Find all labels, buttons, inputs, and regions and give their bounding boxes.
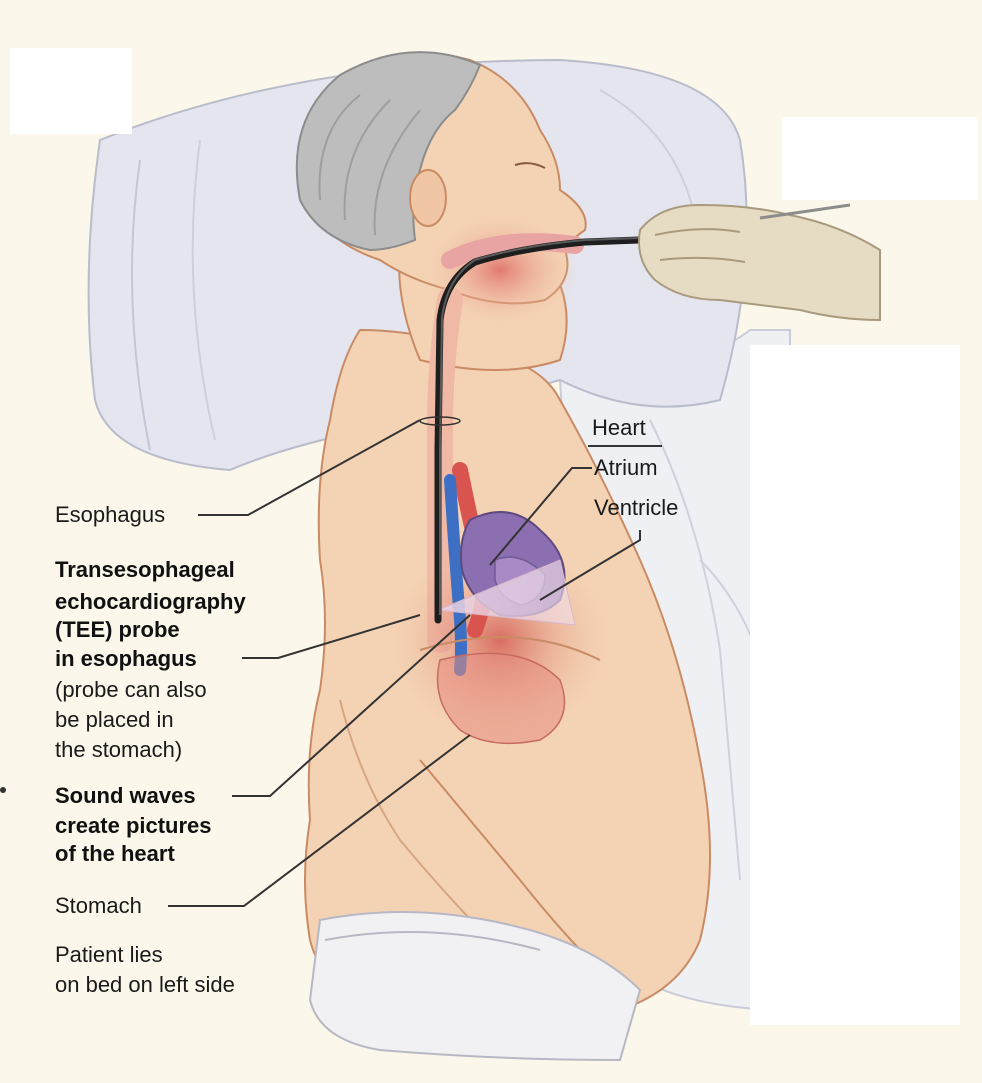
probe-note-line1: (probe can also [55,676,207,704]
patient-position-line2: on bed on left side [55,971,235,999]
heart-label: Heart [592,414,646,442]
blank-panel [782,117,978,200]
stray-dot [0,787,6,793]
tee-probe-label-line1: Transesophageal [55,556,235,584]
blank-panel [750,345,960,1025]
blank-panel [10,48,132,134]
atrium-label: Atrium [594,454,658,482]
sound-waves-label-line2: create pictures [55,812,212,840]
ventricle-label: Ventricle [594,494,678,522]
probe-note-line3: the stomach) [55,736,182,764]
tee-probe-label-line3: (TEE) probe [55,616,180,644]
tee-probe-label-line2: echocardiography [55,588,246,616]
sound-waves-label-line3: of the heart [55,840,175,868]
probe-note-line2: be placed in [55,706,174,734]
sound-waves-label-line1: Sound waves [55,782,196,810]
stomach-label: Stomach [55,892,142,920]
patient-ear [410,170,446,226]
esophagus-label: Esophagus [55,501,165,529]
tee-probe-label-line4: in esophagus [55,645,197,673]
patient-position-line1: Patient lies [55,941,163,969]
